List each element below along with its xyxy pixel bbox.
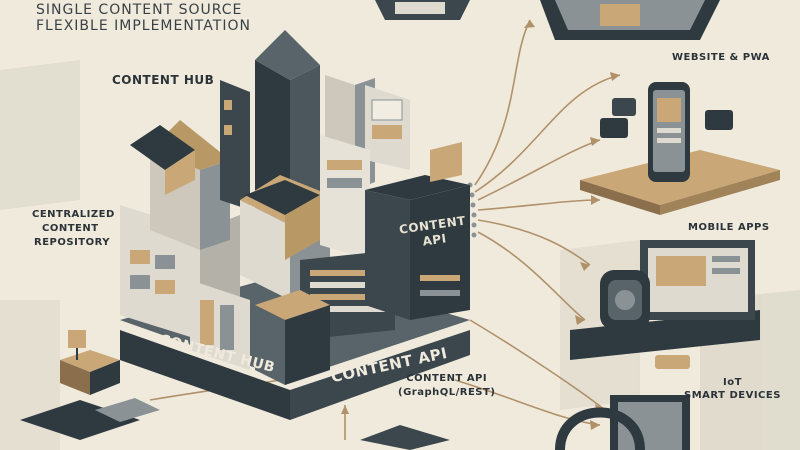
label-centralized-line-2: CONTENT (42, 223, 99, 234)
label-website-pwa: WEBSITE & PWA (672, 52, 770, 63)
label-mobile-apps: MOBILE APPS (688, 222, 770, 233)
label-centralized-line-3: REPOSITORY (34, 237, 111, 248)
iot-device (570, 240, 760, 369)
header-line-1: SINGLE CONTENT SOURCE (36, 2, 243, 18)
label-centralized-line-1: CENTRALIZED (32, 209, 115, 220)
mobile-device (580, 82, 780, 215)
website-device (375, 0, 720, 40)
label-iot-line-2: SMART DEVICES (684, 390, 781, 401)
flow-arrowheads (341, 20, 620, 430)
flow-lines (149, 19, 621, 440)
label-content-api-bottom-line-1: CONTENT API (406, 373, 488, 384)
label-centralized-repository: CENTRALIZED CONTENT REPOSITORY (32, 208, 115, 250)
label-iot-smart-devices: IoT SMART DEVICES (684, 376, 781, 402)
label-content-hub-top: CONTENT HUB (112, 73, 215, 87)
label-content-api-bottom: CONTENT API (GraphQL/REST) (398, 372, 495, 400)
label-iot-line-1: IoT (723, 377, 742, 388)
header-line-2: FLEXIBLE IMPLEMENTATION (36, 18, 251, 34)
content-hub-cluster (120, 30, 470, 420)
label-content-api-bottom-line-2: (GraphQL/REST) (398, 387, 496, 398)
bottom-left-blocks (20, 330, 450, 450)
bottom-devices (555, 395, 690, 450)
